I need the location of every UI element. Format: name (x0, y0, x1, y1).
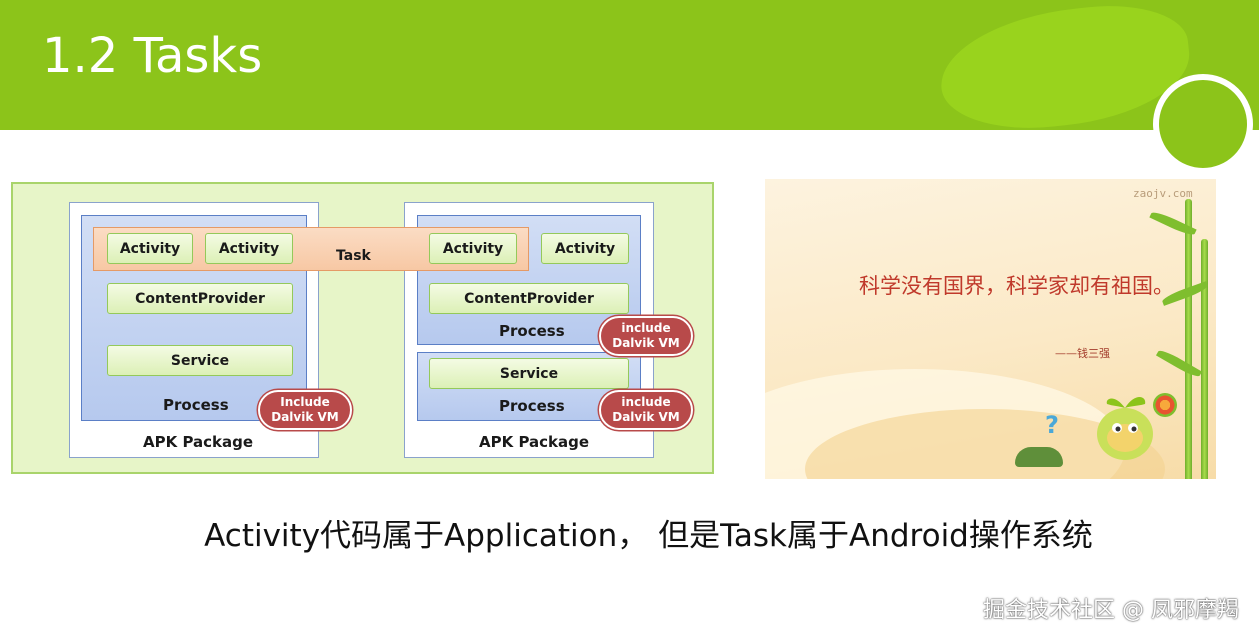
activity-box: Activity (205, 233, 293, 264)
service-box: Service (429, 358, 629, 389)
tasks-diagram: Task Activity Activity ContentProvider S… (11, 182, 714, 474)
apk-package-label: APK Package (479, 433, 590, 451)
vm-badge-line: Include (280, 395, 330, 409)
process-label: Process (163, 396, 229, 414)
vm-badge-line: Dalvik VM (271, 410, 339, 424)
sprout-character-icon (1097, 397, 1153, 460)
slide-header (0, 0, 1259, 138)
lollipop-illustration (1153, 393, 1177, 417)
activity-box: Activity (541, 233, 629, 264)
bamboo-stalk (1201, 239, 1208, 479)
dalvik-vm-badge: Include Dalvik VM (258, 390, 352, 430)
watermark-text: zaojv.com (1133, 187, 1193, 200)
apk-package-label: APK Package (143, 433, 254, 451)
question-mark-icon: ? (1045, 411, 1059, 439)
service-box: Service (107, 345, 293, 376)
footer-watermark: 掘金技术社区 @ 凤邪摩羯 (983, 598, 1239, 623)
dalvik-vm-badge: include Dalvik VM (599, 316, 693, 356)
slide-title: 1.2 Tasks (42, 28, 263, 84)
bamboo-leaf (1155, 347, 1203, 380)
slide-caption: Activity代码属于Application， 但是Task属于Android… (204, 518, 1093, 554)
activity-box: Activity (107, 233, 193, 264)
turtle-illustration (1015, 447, 1063, 467)
quote-text: 科学没有国界，科学家却有祖国。 (859, 274, 1174, 298)
quote-poster-image: zaojv.com 科学没有国界，科学家却有祖国。 ——钱三强 ? (765, 179, 1216, 479)
content-provider-box: ContentProvider (429, 283, 629, 314)
task-label: Task (336, 248, 371, 264)
vm-badge-line: include (621, 321, 671, 335)
process-label: Process (499, 322, 565, 340)
vm-badge-line: Dalvik VM (612, 336, 680, 350)
dalvik-vm-badge: include Dalvik VM (599, 390, 693, 430)
vm-badge-line: include (621, 395, 671, 409)
content-provider-box: ContentProvider (107, 283, 293, 314)
cartoon-character-illustration (1085, 384, 1165, 464)
activity-box: Activity (429, 233, 517, 264)
vm-badge-line: Dalvik VM (612, 410, 680, 424)
bamboo-stalk (1185, 199, 1192, 479)
quote-author: ——钱三强 (1055, 347, 1110, 360)
header-circle-decoration (1153, 74, 1253, 174)
process-label: Process (499, 397, 565, 415)
